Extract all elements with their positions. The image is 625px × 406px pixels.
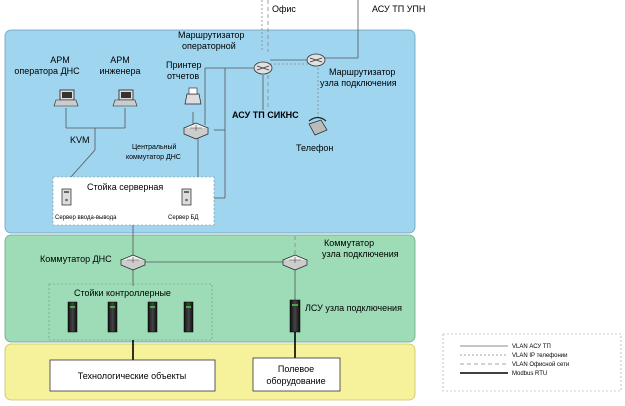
arm-dns-icon [53,89,79,107]
label-router-node-2: узла подключения [320,78,397,88]
label-field-2: оборудование [266,376,325,386]
legend-label: VLAN IP телефонии [512,353,568,359]
arm-engineer-icon [112,89,138,107]
printer-icon [184,87,202,105]
label-router-op-1: Маршрутизатор [178,30,244,40]
label-switch-dns: Коммутатор ДНС [40,254,112,264]
label-tech-objects: Технологические объекты [78,371,187,381]
label-server-db: Сервер БД [168,215,198,221]
label-router-node-1: Маршрутизатор [329,67,395,77]
label-field-1: Полевое [278,364,314,374]
label-phone: Телефон [296,143,333,153]
controller-rack-icon [183,301,194,333]
label-arm-eng-1: АРМ [110,55,129,65]
label-ctrl-racks: Стойки контроллерные [74,288,171,298]
label-lsu: ЛСУ узла подключения [305,303,402,313]
label-kvm: KVM [70,135,90,145]
label-printer-1: Принтер [166,60,202,70]
label-upn: АСУ ТП УПН [372,4,425,14]
label-printer-2: отчетов [167,71,199,81]
legend-label: VLAN Офисной сети [512,361,569,368]
switch-dns-icon [120,254,146,271]
central-switch-icon [183,122,209,140]
label-central-switch-2: коммутатор ДНС [126,154,181,161]
zone-green [4,234,416,343]
label-arm-dns-2: оператора ДНС [14,66,80,76]
legend-label: VLAN АСУ ТП [512,344,551,350]
ctrl-racks-box [48,283,213,341]
switch-node-icon [282,254,308,271]
label-central-switch-1: Центральный [132,143,177,151]
label-server-io: Сервер ввода-вывода [55,215,117,221]
label-router-op-2: операторной [182,41,236,51]
label-switch-node-1: Коммутатор [324,238,374,248]
tech-objects-box [49,359,216,392]
field-equipment-box [252,357,341,392]
server-db-icon [181,188,192,206]
server-io-icon [61,188,72,206]
lsu-rack-icon [289,299,301,333]
router-node-icon [306,53,326,67]
controller-rack-icon [67,301,78,333]
label-rack: Стойка серверная [87,182,163,192]
legend-label: Modbus RTU [512,371,547,377]
label-sikns: АСУ ТП СИКНС [232,110,299,120]
label-arm-dns-1: АРМ [50,55,69,65]
router-operator-icon [253,61,273,75]
controller-rack-icon [147,301,158,333]
label-arm-eng-2: инженера [99,66,140,76]
label-switch-node-2: узла подключения [322,249,399,259]
label-office: Офис [272,4,296,14]
controller-rack-icon [107,301,118,333]
phone-icon [308,116,328,136]
legend-box [442,333,622,392]
